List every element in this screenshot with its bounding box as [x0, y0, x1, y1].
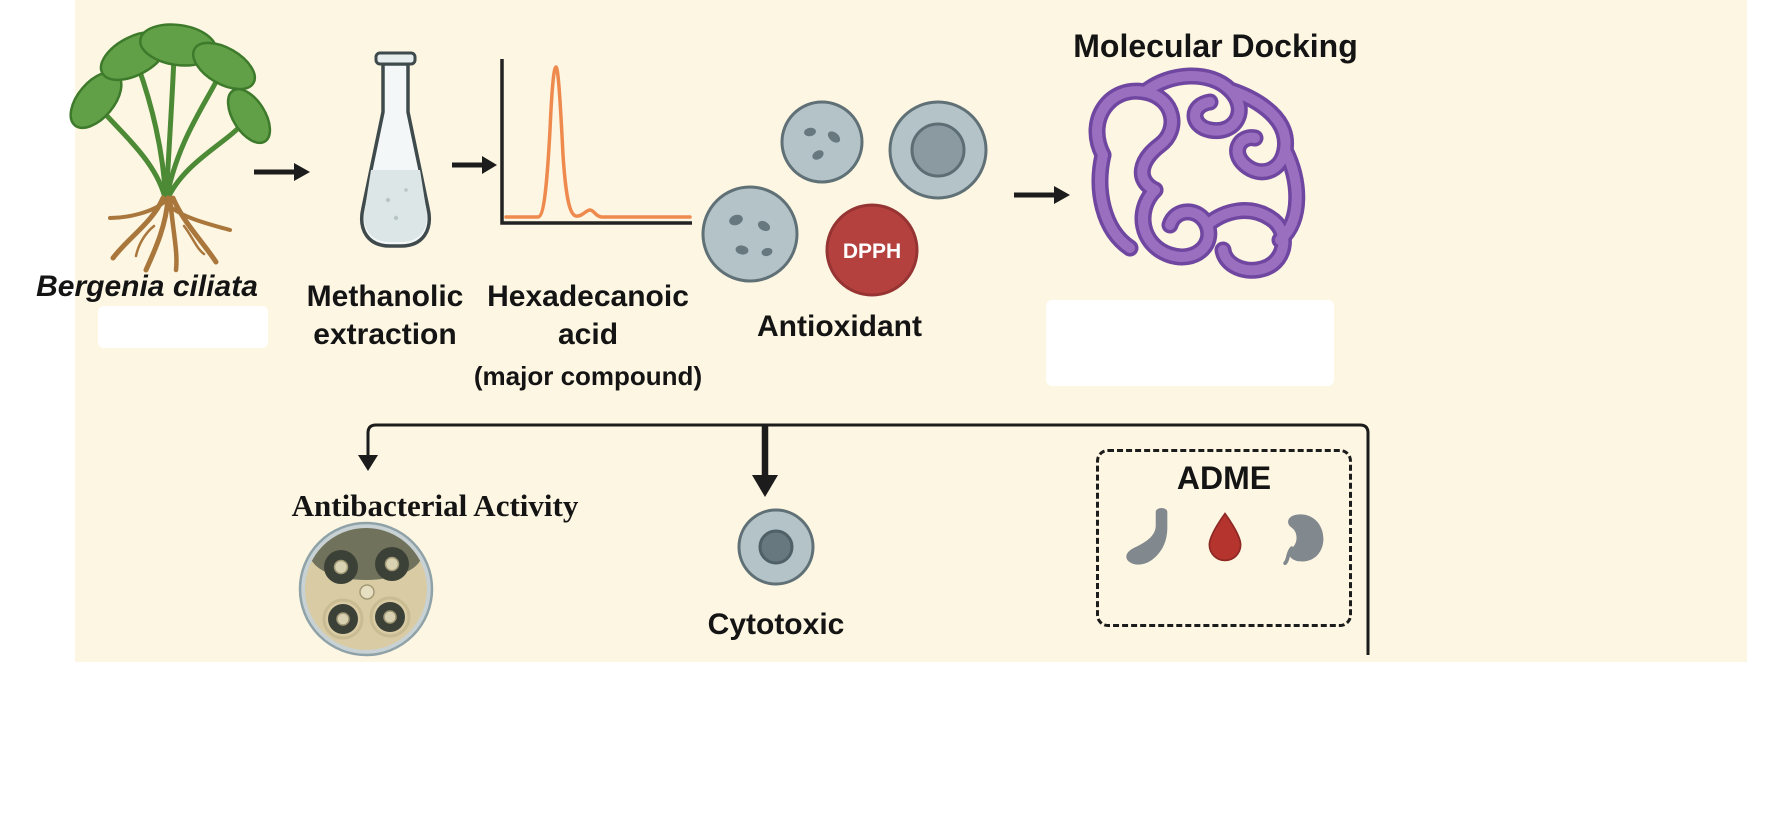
cell-icon — [888, 100, 988, 200]
arrow-down-icon — [752, 475, 778, 497]
antioxidant-cells-icon: DPPH — [701, 100, 988, 297]
major-compound-label: (major compound) — [473, 361, 703, 391]
petri-dish-icon — [298, 521, 434, 657]
stomach-icon — [1126, 508, 1168, 565]
whiteout-patch — [1046, 300, 1334, 386]
cell-icon — [780, 100, 864, 184]
plant-icon — [69, 23, 272, 273]
antibacterial-label: Antibacterial Activity — [291, 488, 579, 523]
adme-label: ADME — [1176, 460, 1272, 496]
arrow-right-icon — [254, 163, 310, 181]
chromatogram-icon — [500, 59, 692, 225]
protein-ribbon-icon — [1088, 67, 1306, 279]
flask-icon — [360, 51, 431, 248]
cytotoxic-cell-icon — [737, 508, 815, 586]
arrow-right-icon — [1014, 186, 1070, 204]
whiteout-patch — [98, 306, 268, 348]
dpph-badge: DPPH — [825, 203, 919, 297]
methanolic-label-line2: extraction — [313, 318, 457, 352]
antioxidant-label: Antioxidant — [757, 310, 922, 343]
arrow-right-icon — [452, 156, 497, 174]
hexadecanoic-label-line2: acid — [557, 318, 619, 352]
branch-connector — [358, 423, 1370, 655]
arrow-down-icon — [358, 455, 378, 471]
plant-name-label: Bergenia ciliata — [36, 270, 258, 303]
hexadecanoic-label-line1: Hexadecanoic — [487, 280, 689, 313]
cytotoxic-label: Cytotoxic — [707, 608, 845, 641]
methanolic-label-line1: Methanolic — [306, 280, 464, 313]
adme-panel: ADME — [1096, 449, 1352, 627]
blood-drop-icon — [1208, 512, 1242, 562]
cell-icon — [701, 185, 799, 283]
molecular-docking-label: Molecular Docking — [1073, 28, 1358, 64]
kidney-icon — [1283, 514, 1324, 565]
dpph-label: DPPH — [843, 240, 901, 263]
